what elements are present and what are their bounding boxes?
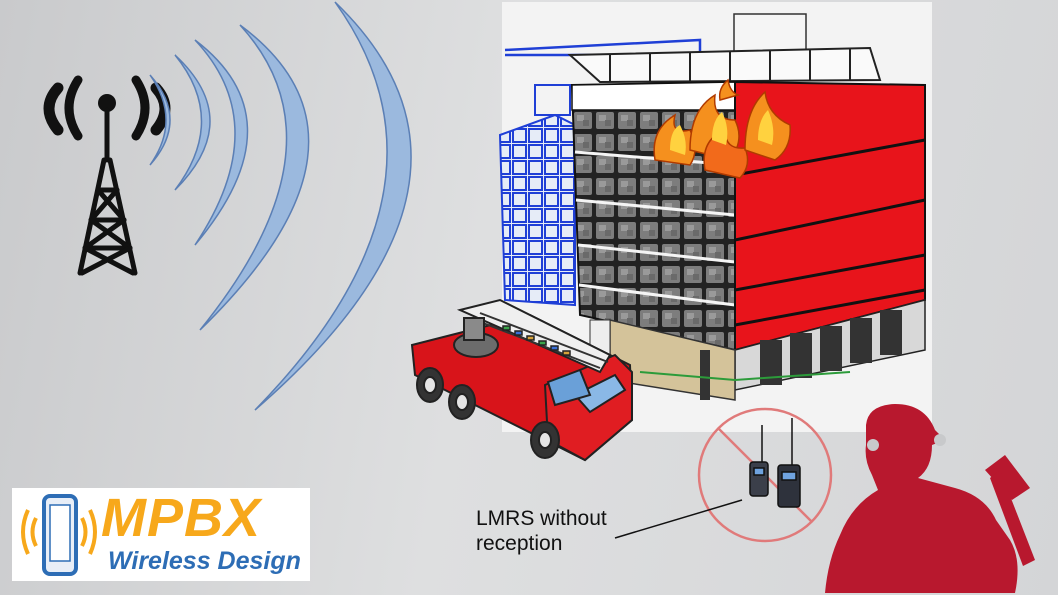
radio-tower-icon bbox=[43, 75, 171, 276]
caption-text: LMRS without reception bbox=[476, 507, 607, 555]
phone-icon bbox=[21, 494, 97, 576]
logo-brand: MPBX bbox=[101, 488, 262, 548]
caption-pointer bbox=[614, 499, 743, 539]
firefighter-icon bbox=[825, 404, 1035, 593]
logo-tagline: Wireless Design bbox=[108, 547, 301, 575]
fire-truck-icon bbox=[410, 298, 634, 462]
fire-icon bbox=[653, 78, 791, 179]
building bbox=[498, 2, 932, 432]
walkie-talkie-icon bbox=[749, 418, 801, 508]
signal-wave-icon bbox=[149, 1, 412, 411]
